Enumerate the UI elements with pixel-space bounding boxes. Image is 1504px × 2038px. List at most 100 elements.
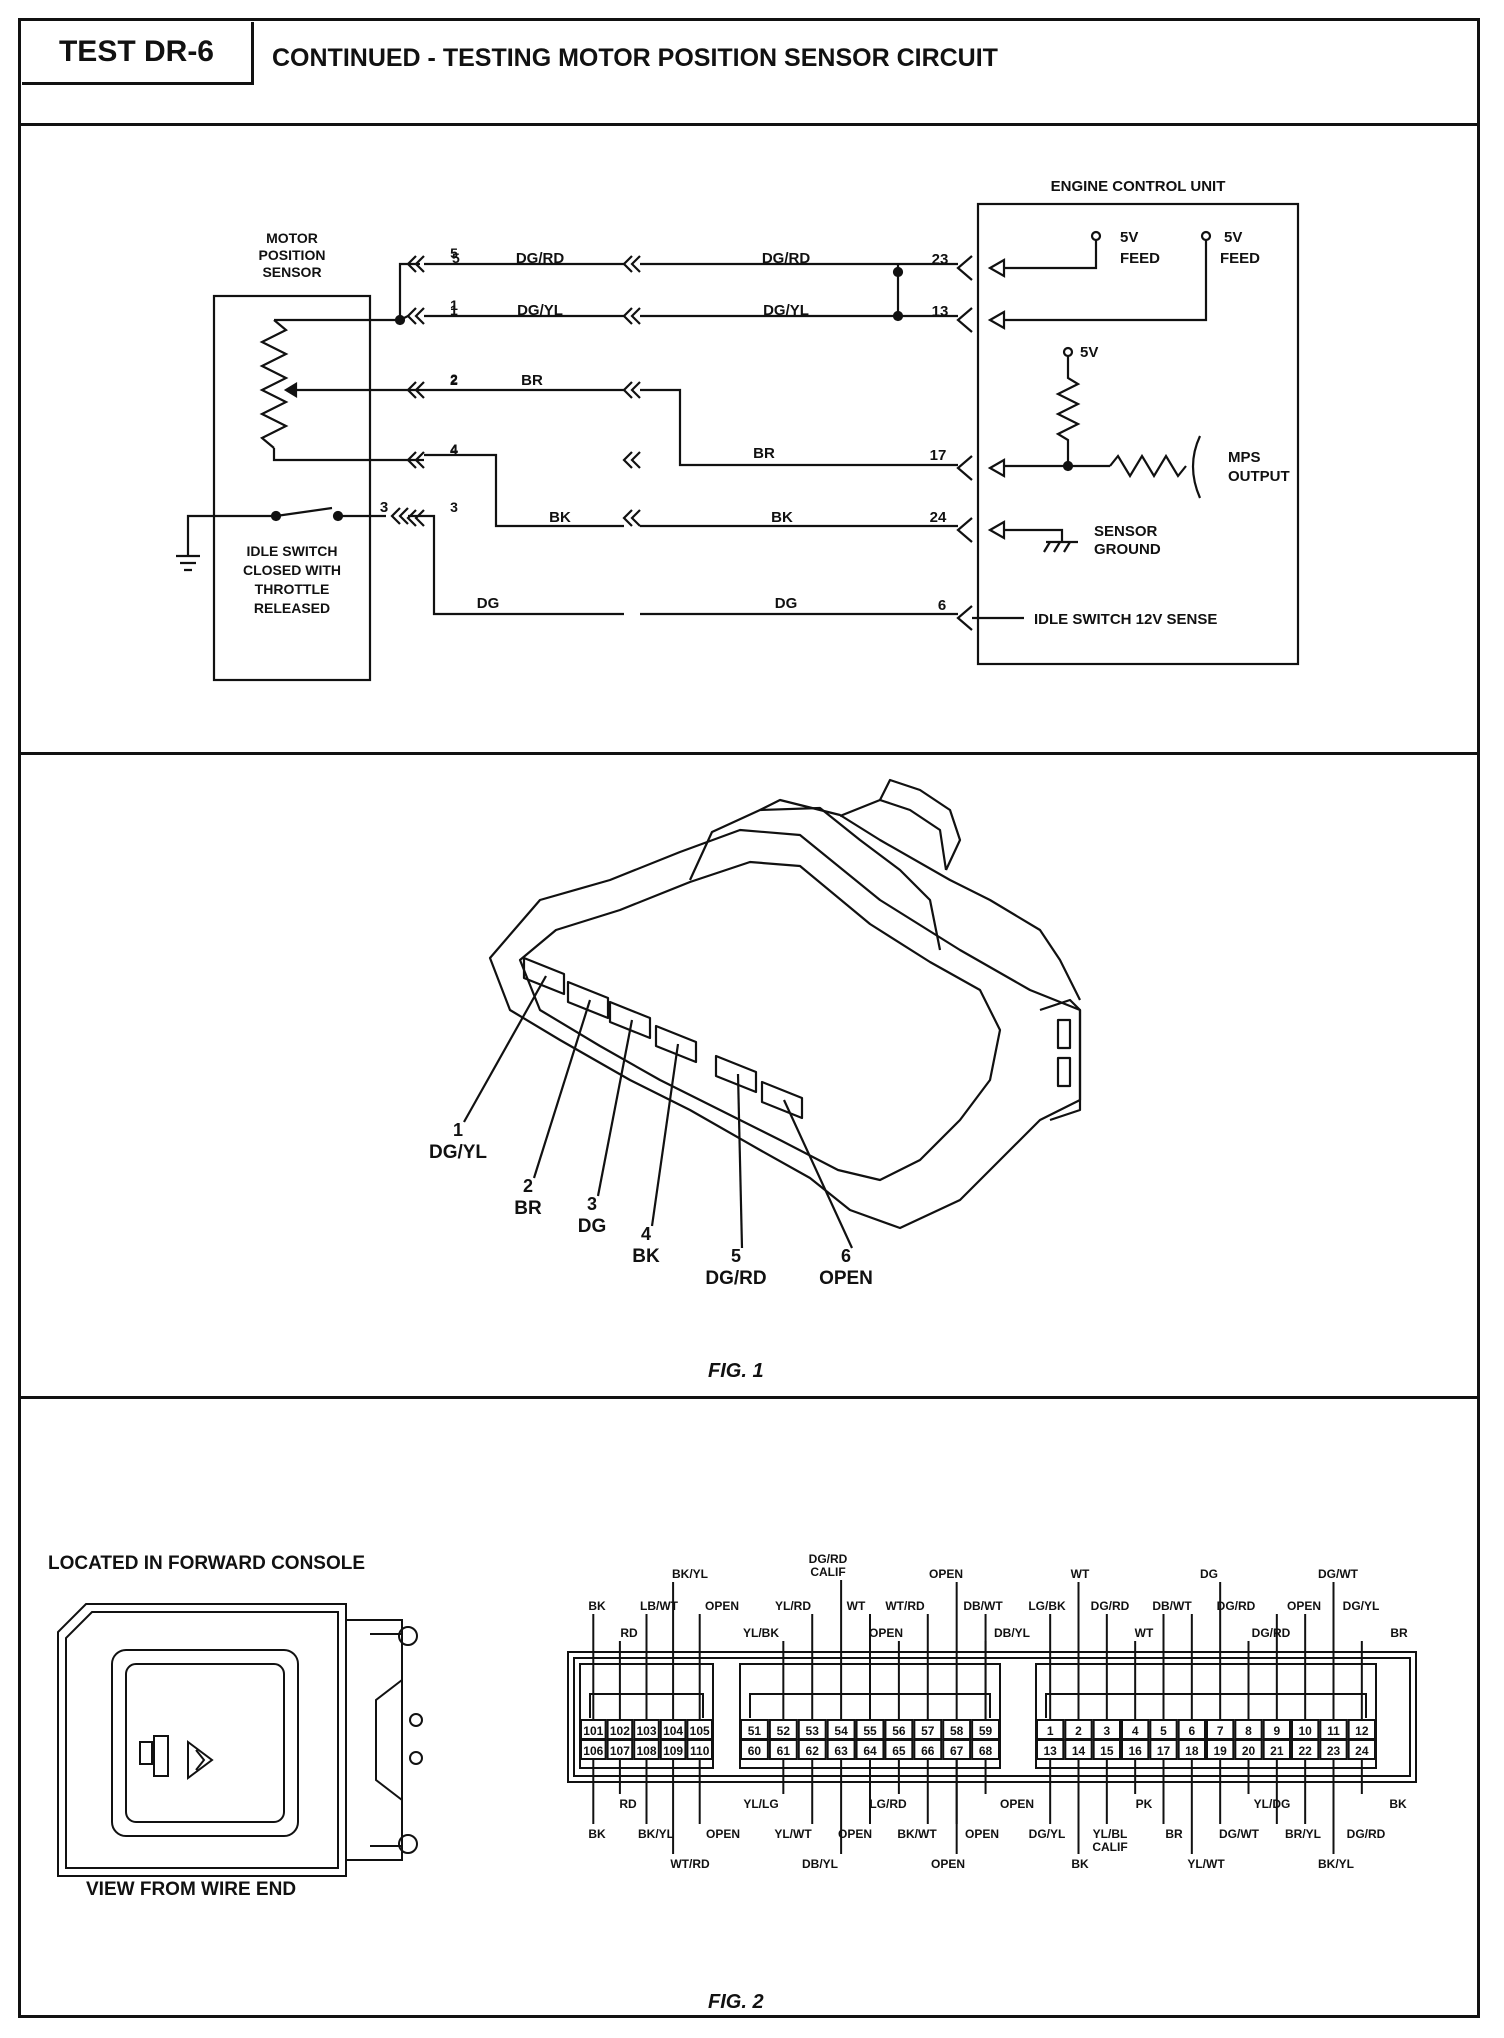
pin-number: 59: [979, 1724, 993, 1738]
wire-label: BK: [1389, 1797, 1407, 1811]
pin-number: 21: [1270, 1744, 1284, 1758]
pin-number: 1: [450, 302, 458, 318]
pin-number: 10: [1298, 1724, 1312, 1738]
pin-number: 2: [523, 1176, 533, 1196]
pin-number: 13: [1043, 1744, 1057, 1758]
wire-label: DG/YL: [1343, 1599, 1380, 1613]
wire-label: DG/RD: [1091, 1599, 1130, 1613]
pin-number: 6: [1188, 1724, 1195, 1738]
ecu-pin: 13: [932, 303, 949, 320]
wire-color: BK: [771, 509, 793, 526]
latch: [839, 798, 948, 871]
wire-label: DG/WT: [1318, 1567, 1359, 1581]
pin-number: 103: [636, 1724, 656, 1738]
wire-label: BK/YL: [672, 1567, 708, 1581]
ecu-box: [976, 202, 1300, 666]
leader-line: [783, 1099, 853, 1249]
connector-face-inner: [573, 1657, 1411, 1777]
wire-label: YL/DG: [1254, 1797, 1291, 1811]
pin-number: 12: [1355, 1724, 1369, 1738]
ecu-pin: 23: [932, 251, 949, 268]
idle-switch-label: CLOSED WITH: [243, 562, 341, 578]
pin-number: 2: [450, 372, 458, 388]
pin-color: DG/RD: [705, 1268, 766, 1289]
pin-number: 4: [450, 442, 458, 458]
mount-bracket: [375, 1679, 403, 1801]
pin-number: 1: [453, 1120, 463, 1140]
connector-outline: [488, 828, 1082, 1230]
wire-label: DG/RD: [1217, 1599, 1256, 1613]
wire-label: DB/YL: [994, 1626, 1030, 1640]
idle-sense-label: IDLE SWITCH 12V SENSE: [1034, 611, 1217, 628]
pin-number: 3: [587, 1194, 597, 1214]
wire-label: YL/WT: [1187, 1857, 1225, 1871]
wire-label: CALIF: [1092, 1840, 1127, 1854]
connector-chevron: [622, 307, 641, 325]
page-title: CONTINUED - TESTING MOTOR POSITION SENSO…: [272, 44, 998, 72]
fig1-caption: FIG. 1: [708, 1360, 764, 1382]
wire-color: DG/YL: [517, 302, 563, 319]
pin-number: 11: [1327, 1724, 1340, 1738]
wire: [424, 453, 624, 528]
terminal: [1200, 230, 1212, 242]
wire-label: DG/YL: [1029, 1827, 1066, 1841]
wire-label: BK: [588, 1827, 606, 1841]
ecu-pin-chevron: [956, 455, 973, 481]
wire-label: DB/YL: [802, 1857, 838, 1871]
wire-label: LB/WT: [640, 1599, 679, 1613]
pin-number: 64: [863, 1744, 877, 1758]
located-label: LOCATED IN FORWARD CONSOLE: [48, 1553, 366, 1574]
wire-color: BR: [753, 445, 775, 462]
wire-label: PK: [1136, 1797, 1153, 1811]
leader-line: [532, 999, 592, 1179]
header-bar: [18, 18, 1480, 126]
pin-number: 68: [979, 1744, 993, 1758]
wire-color: BR: [521, 372, 543, 389]
wire: [186, 514, 276, 556]
wire-label: YL/BK: [743, 1626, 779, 1640]
pin-number: 9: [1273, 1724, 1280, 1738]
wire-color: BK: [549, 509, 571, 526]
junction-dot: [394, 314, 406, 326]
pin-number: 1: [450, 297, 458, 313]
side-slot: [1056, 1056, 1072, 1088]
wire-label: BR: [1390, 1626, 1408, 1640]
ecu-pin: 24: [930, 509, 947, 526]
mps-output-label: MPS: [1228, 449, 1261, 466]
wire-label: RD: [619, 1797, 637, 1811]
wire-label: RD: [620, 1626, 638, 1640]
label-panel: [111, 1649, 299, 1837]
pin-number: 105: [690, 1724, 710, 1738]
idle-switch-label: THROTTLE: [255, 581, 330, 597]
wire-label: YL/WT: [774, 1827, 812, 1841]
pin-number: 5: [452, 250, 460, 266]
wire-label: YL/RD: [775, 1599, 811, 1613]
brand-logo-icon: [187, 1740, 214, 1780]
ecu-pin: 17: [930, 447, 947, 464]
connector-chevron: [406, 307, 425, 325]
pin-cavity: [566, 980, 610, 1020]
pin-number: 54: [834, 1724, 848, 1738]
wire-label: OPEN: [931, 1857, 965, 1871]
wire-label: BR/YL: [1285, 1827, 1321, 1841]
pin-number: 3: [380, 499, 388, 516]
pin-number: 23: [1327, 1744, 1341, 1758]
wiper-arrow-icon: [283, 382, 298, 398]
connector-chevron: [622, 255, 641, 273]
pin-number: 62: [806, 1744, 820, 1758]
wire-label: OPEN: [869, 1626, 903, 1640]
pin-number: 4: [641, 1224, 651, 1244]
logo-mark: [139, 1741, 153, 1765]
ground-icon: [176, 554, 200, 572]
pin-number: 4: [450, 441, 458, 457]
pin-number: 102: [610, 1724, 630, 1738]
pin-color: BR: [514, 1198, 542, 1219]
wire-label: OPEN: [706, 1827, 740, 1841]
wire-label: BR: [1165, 1827, 1183, 1841]
wire: [1004, 240, 1098, 270]
pullup-5v: 5V: [1080, 344, 1098, 361]
wire-label: YL/BL: [1093, 1827, 1128, 1841]
wire: [408, 514, 624, 616]
pin-number: 6: [841, 1246, 851, 1266]
